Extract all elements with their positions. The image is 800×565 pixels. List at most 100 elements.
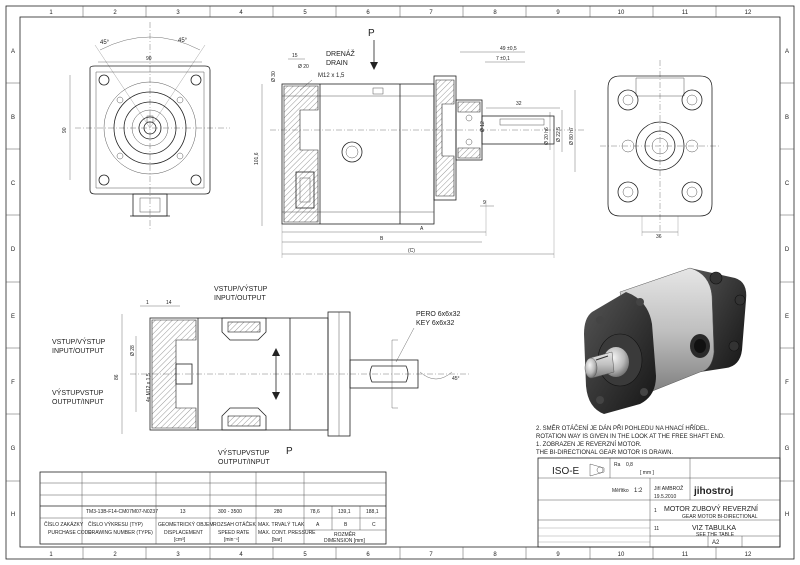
grid-col-7-bottom: 7 <box>429 552 433 558</box>
header-drawing-number-en: DRAWING NUMBER (TYPE) <box>88 530 153 536</box>
inlet-left-en: INPUT/OUTPUT <box>52 348 104 355</box>
grid-row-f: F <box>11 380 15 386</box>
bottom-dim-d28: Ø 28 <box>130 345 136 356</box>
grid-row-a: A <box>11 49 15 55</box>
grid-col-1: 1 <box>49 10 53 16</box>
grid-col-4-bottom: 4 <box>239 552 243 558</box>
key-label-cz: PERO 6x6x32 <box>416 311 460 318</box>
roughness-value: 0,8 <box>626 462 633 468</box>
grid-col-11: 11 <box>682 10 689 16</box>
outlet-left-en: OUTPUT/INPUT <box>52 399 104 406</box>
sheet-count: 1 <box>654 508 657 514</box>
side-dim-d20: Ø 20 <box>298 64 309 70</box>
side-dim-b: B <box>380 236 384 242</box>
grid-columns-bottom: 1 2 3 4 5 6 7 8 9 10 11 12 <box>49 547 752 559</box>
iso-label: ISO-E <box>552 466 580 477</box>
bottom-dim-thread: 4x M12 x 1,5 <box>146 373 152 402</box>
grid-col-6-bottom: 6 <box>366 552 370 558</box>
table-row-dim-a: 78,6 <box>310 509 320 515</box>
grid-row-b: B <box>11 115 15 121</box>
grid-row-e-right: E <box>785 314 789 320</box>
grid-col-3-bottom: 3 <box>176 552 180 558</box>
grid-rows-left: A B C D E F G H <box>6 49 20 518</box>
side-dim-d80: Ø 80 h7 <box>569 127 575 145</box>
outlet-left-cz: VÝSTUPVSTUP <box>52 388 104 397</box>
inlet-top-cz: VSTUP/VÝSTUP <box>214 284 268 293</box>
front-dim-height: 90 <box>62 127 68 133</box>
header-displacement-unit: [cm³] <box>174 537 186 543</box>
header-displacement-cz: GEOMETRICKÝ OBJEM <box>158 521 214 528</box>
grid-col-6: 6 <box>366 10 370 16</box>
grid-col-10-bottom: 10 <box>618 552 625 558</box>
front-view: 45° 45° 90 90 <box>62 22 230 230</box>
grid-row-h-right: H <box>785 512 789 518</box>
note-2-en: ROTATION WAY IS GIVEN IN THE LOOK AT THE… <box>536 434 725 440</box>
grid-col-5-bottom: 5 <box>303 552 307 558</box>
grid-col-9-bottom: 9 <box>556 552 560 558</box>
header-drawing-number-cz: ČÍSLO VÝKRESU (TYP) <box>88 521 143 528</box>
table-row-displacement: 13 <box>180 509 186 515</box>
table-row-drawing-number: TM3-13B-F14-CM07M07-N0237 <box>86 509 158 515</box>
header-speed-en: SPEED RATE <box>218 530 250 536</box>
grid-row-a-right: A <box>785 49 789 55</box>
grid-col-1-bottom: 1 <box>49 552 53 558</box>
header-pressure-unit: [bar] <box>272 537 283 543</box>
inlet-top-en: INPUT/OUTPUT <box>214 295 266 302</box>
grid-col-5: 5 <box>303 10 307 16</box>
grid-row-d-right: D <box>785 247 790 253</box>
table-row-dim-c: 188,1 <box>366 509 379 515</box>
sheet-size: A2 <box>712 540 720 546</box>
grid-col-11-bottom: 11 <box>682 552 689 558</box>
roughness-label: Ra <box>614 462 621 468</box>
drawing-number-en: SEE THE TABLE <box>696 532 735 538</box>
table-row-speed: 300 - 3500 <box>218 509 242 515</box>
side-dim-15: 15 <box>292 53 298 59</box>
header-purchase-code-cz: ČÍSLO ZAKÁZKY <box>44 521 84 528</box>
drawing-number-cz: VIZ TABULKA <box>692 525 736 532</box>
title-block: ISO-E Ra 0,8 [ mm ] Měřítko 1:2 Jiří AMB… <box>537 457 781 548</box>
grid-row-f-right: F <box>785 380 789 386</box>
header-dim-a: A <box>316 522 320 528</box>
table-row-pressure: 280 <box>274 509 283 515</box>
drain-thread: M12 x 1,5 <box>318 73 345 79</box>
side-view: P DRENÁŽ DRAIN M12 x 1,5 15 Ø 20 Ø 30 49… <box>254 28 585 258</box>
bottom-dim-14: 14 <box>166 300 172 306</box>
title-en: GEAR MOTOR BI-DIRECTIONAL <box>682 514 758 520</box>
header-purchase-code-en: PURCHASE CODE <box>48 530 92 536</box>
grid-col-8: 8 <box>493 10 497 16</box>
side-dim-d30: Ø 30 <box>271 71 277 82</box>
key-label-en: KEY 6x6x32 <box>416 320 455 327</box>
unit-label: [ mm ] <box>640 470 654 476</box>
header-speed-cz: ROZSAH OTÁČEK <box>213 521 256 528</box>
scale-value: 1:2 <box>634 488 643 494</box>
grid-row-d: D <box>11 247 16 253</box>
bottom-view: VSTUP/VÝSTUP INPUT/OUTPUT VSTUP/VÝSTUP I… <box>52 284 470 466</box>
outlet-bottom-cz: VÝSTUPVSTUP <box>218 448 270 457</box>
grid-col-12: 12 <box>745 10 752 16</box>
side-dim-a: A <box>420 226 424 232</box>
grid-col-8-bottom: 8 <box>493 552 497 558</box>
scale-caption: Měřítko <box>612 488 629 494</box>
parameter-table: TM3-13B-F14-CM07M07-N0237 13 300 - 3500 … <box>39 471 387 545</box>
table-row-dim-b: 139,1 <box>338 509 351 515</box>
side-dim-d225: Ø 22,5 <box>556 127 562 142</box>
side-dim-49: 49 ±0,5 <box>500 46 517 52</box>
front-angle-right: 45° <box>178 38 188 44</box>
inlet-left-cz: VSTUP/VÝSTUP <box>52 337 106 346</box>
grid-col-3: 3 <box>176 10 180 16</box>
sheet-number: 11 <box>654 526 659 532</box>
header-dim-c: C <box>372 522 376 528</box>
grid-row-c-right: C <box>785 181 790 187</box>
side-dim-32: 32 <box>516 101 522 107</box>
notes: 2. SMĚR OTÁČENÍ JE DÁN PŘI POHLEDU NA HN… <box>536 424 725 456</box>
grid-row-b-right: B <box>785 115 789 121</box>
side-dim-9: 9 <box>483 200 486 206</box>
header-dimension-en: DIMENSION [mm] <box>324 538 365 544</box>
bottom-dim-angle: 45° <box>452 376 460 382</box>
side-dim-d20h: Ø 20 h6 <box>544 127 550 145</box>
note-1-cz: 1. ZOBRAZEN JE REVERZNÍ MOTOR. <box>536 441 642 448</box>
drain-label-en: DRAIN <box>326 60 348 67</box>
grid-col-4: 4 <box>239 10 243 16</box>
header-pressure-en: MAX. CONT. PRESSURE <box>258 530 316 536</box>
grid-col-2-bottom: 2 <box>113 552 117 558</box>
